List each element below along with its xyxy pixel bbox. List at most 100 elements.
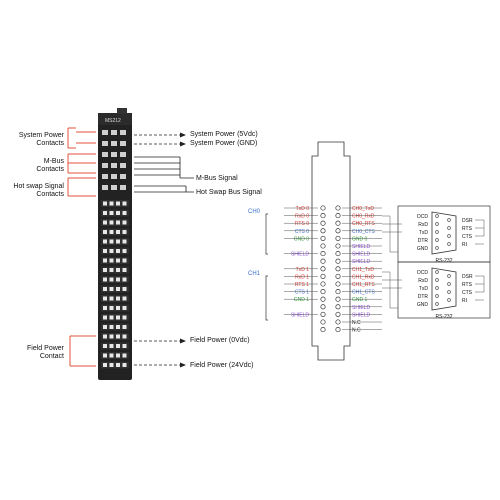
dsub-pin xyxy=(435,246,439,250)
pin-right xyxy=(335,281,341,287)
left-pin-label: RxD 0 xyxy=(295,214,309,220)
pin-right xyxy=(335,205,341,211)
connector-signal-right: DSR xyxy=(462,274,473,280)
right-pin-label: GND 1 xyxy=(352,297,368,303)
pin-right xyxy=(335,289,341,295)
pin-right xyxy=(335,213,341,219)
left-pin-label: TxD 1 xyxy=(296,267,310,273)
mbus-signal-label: M-Bus Signal xyxy=(196,175,238,182)
dsub-pin xyxy=(435,230,439,234)
pin-right xyxy=(335,304,341,310)
connector-signal-right: RI xyxy=(462,298,467,304)
right-pin-label: GND 0 xyxy=(352,236,368,242)
right-pin-label: SHIELD xyxy=(352,259,370,265)
connector-signal-right: RTS xyxy=(462,226,473,232)
right-pin-label: CH1_RxD xyxy=(352,274,375,280)
pin-left xyxy=(320,213,326,219)
pin-left xyxy=(320,319,326,325)
dsub-pin xyxy=(447,274,451,278)
connector-signal-left: RxD xyxy=(418,222,428,228)
pin-right xyxy=(335,251,341,257)
dsub-pin xyxy=(435,238,439,242)
label-line: Hot swap Signal xyxy=(13,183,64,190)
right-pin-label: SHIELD xyxy=(352,244,370,250)
pin-right xyxy=(335,296,341,302)
pin-right xyxy=(335,311,341,317)
right-pin-label: CH1_CTS xyxy=(352,290,375,296)
connector-signal-left: DCD xyxy=(417,270,428,276)
right-pin-label: CH0_RxD xyxy=(352,214,375,220)
dsub-pin xyxy=(447,234,451,238)
field-power-contact-label: Field Power Contact xyxy=(4,345,64,361)
left-pin-label: RxD 1 xyxy=(295,274,309,280)
pin-right xyxy=(335,243,341,249)
dsub-pin xyxy=(447,242,451,246)
right-pin-label: CH0_RTS xyxy=(352,221,375,227)
dsub-body xyxy=(431,211,457,255)
pin-right xyxy=(335,266,341,272)
connector-signal-left: GND xyxy=(417,246,429,252)
field-power-24v-label: Field Power (24Vdc) xyxy=(190,362,254,369)
hotswap-contacts-label: Hot swap Signal Contacts xyxy=(4,183,64,199)
connector-signal-right: RTS xyxy=(462,282,473,288)
right-pin-label: N.C xyxy=(352,328,361,334)
pin-right xyxy=(335,228,341,234)
label-line: Contacts xyxy=(36,140,64,147)
system-power-contacts-label: System Power Contacts xyxy=(4,132,64,148)
left-pin-label: GND 1 xyxy=(294,297,310,303)
pin-right xyxy=(335,258,341,264)
pin-left xyxy=(320,235,326,241)
pin-left xyxy=(320,251,326,257)
pin-left xyxy=(320,304,326,310)
connector-signal-left: TxD xyxy=(419,230,429,236)
connector-signal-right: CTS xyxy=(462,290,473,296)
left-pin-label: RTS 0 xyxy=(295,221,309,227)
pin-left xyxy=(320,273,326,279)
label-line: Contact xyxy=(39,353,64,360)
right-pin-label: CH0_CTS xyxy=(352,229,375,235)
pin-right xyxy=(335,235,341,241)
connector-name: RS-232 xyxy=(436,258,453,264)
connector-name: RS-232 xyxy=(436,314,453,320)
feed-wire xyxy=(382,215,398,253)
pin-right xyxy=(335,319,341,325)
label-line: Field Power xyxy=(27,345,64,352)
pin-left xyxy=(320,205,326,211)
right-pin-label: SHIELD xyxy=(352,312,370,318)
mbus-contacts-label: M-Bus Contacts xyxy=(4,158,64,174)
pin-right xyxy=(335,327,341,333)
connector-signal-left: TxD xyxy=(419,286,429,292)
connector-frame xyxy=(397,261,491,319)
right-pin-label: CH0_TxD xyxy=(352,206,374,212)
left-pin-label: CTS 1 xyxy=(295,290,309,296)
pin-left xyxy=(320,311,326,317)
left-pin-label: SHIELD xyxy=(291,312,309,318)
dsub-pin xyxy=(447,218,451,222)
dsub-pin xyxy=(435,222,439,226)
hotswap-bus-signal-label: Hot Swap Bus Signal xyxy=(196,189,262,196)
left-pin-label: CTS 0 xyxy=(295,229,309,235)
connector-signal-right: RI xyxy=(462,242,467,248)
pin-left xyxy=(320,296,326,302)
connector-signal-right: DSR xyxy=(462,218,473,224)
pin-left xyxy=(320,266,326,272)
label-line: Contacts xyxy=(36,166,64,173)
connector-signal-left: GND xyxy=(417,302,429,308)
dsub-pin xyxy=(447,282,451,286)
pin-left xyxy=(320,327,326,333)
channel-brackets xyxy=(265,213,268,321)
ch1-label: CH1 xyxy=(248,271,261,277)
connector-signal-right: CTS xyxy=(462,234,473,240)
dsub-pin xyxy=(435,294,439,298)
label-line: M-Bus xyxy=(43,158,64,165)
pin-left xyxy=(320,258,326,264)
connector-signal-left: DTR xyxy=(418,238,429,244)
system-power-gnd-label: System Power (GND) xyxy=(190,140,258,147)
connectors-group: DCDRxDTxDDTRGNDDSRRTSCTSRIRS-232DCDRxDTx… xyxy=(382,205,491,320)
ch0-label: CH0 xyxy=(248,209,261,215)
left-pin-label: SHIELD xyxy=(291,252,309,258)
left-pin-label: TxD 0 xyxy=(296,206,310,212)
dsub-pin xyxy=(435,270,439,274)
